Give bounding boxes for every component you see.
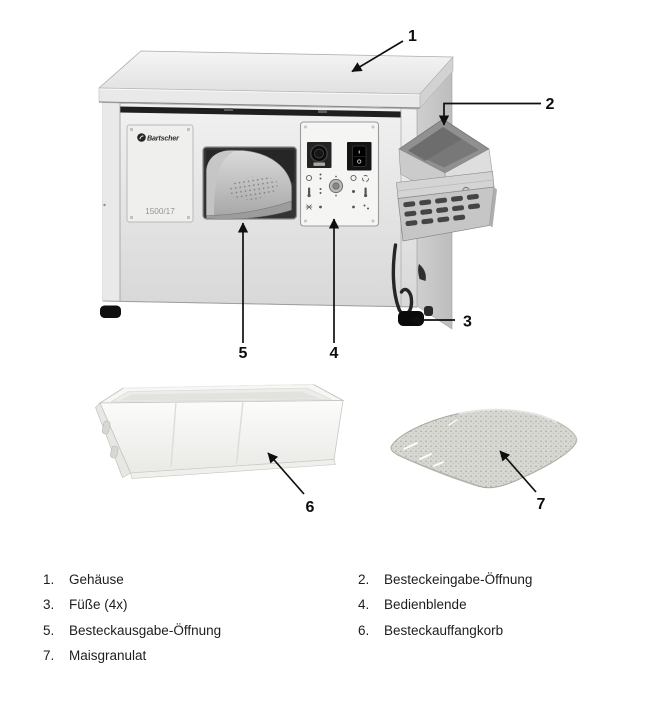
callout-5-number: 5 [239,345,248,362]
callout-1-number: 1 [408,28,417,45]
callout-4-number: 4 [330,345,339,362]
legend-label: Besteckausgabe-Öffnung [69,622,222,638]
parts-legend: 1. Gehäuse 2. Besteckeingabe-Öffnung 3. … [43,567,613,668]
lid-gap-slot [120,106,401,118]
callout-7-number: 7 [537,496,546,513]
brand-label-panel: Bartscher 1500/17 [126,124,194,223]
input-basket [396,118,497,242]
legend-number: 6. [358,622,370,638]
brand-logo-icon [137,133,146,142]
callout-3: 3 [409,314,472,331]
legend-label: Bedienblende [384,597,467,613]
legend-item-5: 5. Besteckausgabe-Öffnung [43,618,358,643]
box-foot-rim [130,459,336,479]
lid-top-surface [97,50,454,95]
legend-item-3: 3. Füße (4x) [43,592,358,617]
lid-right-edge [419,56,454,109]
callout-7: 7 [499,450,546,513]
collection-box [95,384,345,479]
callout-3-number: 3 [463,314,472,331]
panel-icons-right [350,174,369,210]
legend-number: 2. [358,572,370,587]
callouts: 1 2 3 4 5 6 7 [237,28,555,516]
parts-diagram: Bartscher 1500/17 [95,28,578,516]
legend-item-6: 6. Besteckauffangkorb [358,618,613,643]
legend-number: 7. [43,647,55,663]
granulate-bag [390,408,578,489]
housing-left-frame [103,103,120,302]
legend-label: Gehäuse [69,572,124,587]
legend-number: 3. [43,597,55,613]
legend-label: Maisgranulat [69,647,147,663]
panel-icons-left [305,173,322,210]
legend-number: 1. [43,572,55,587]
power-switch [347,142,372,171]
legend-item-1: 1. Gehäuse [43,567,358,592]
output-chute [202,146,298,220]
callout-6: 6 [267,452,315,516]
chute-perforations [228,175,278,201]
timer-dial [328,175,344,197]
legend-label: Besteckauffangkorb [384,622,504,638]
foot-right [398,311,424,326]
legend-number: 4. [358,597,370,613]
control-panel [299,121,380,227]
callout-2-number: 2 [546,96,555,113]
brand-logo-text: Bartscher [147,134,180,143]
basket-slots [403,194,480,227]
chute-lip [206,200,292,220]
foot-left [100,305,121,318]
legend-item-2: 2. Besteckeingabe-Öffnung [358,567,613,592]
legend-number: 5. [43,622,55,638]
callout-5: 5 [237,222,249,362]
callout-2: 2 [438,96,555,126]
model-number: 1500/17 [145,207,175,216]
callout-1: 1 [351,28,417,73]
legend-label: Besteckeingabe-Öffnung [384,572,533,587]
legend-label: Füße (4x) [69,597,128,613]
legend-item-4: 4. Bedienblende [358,592,613,617]
legend-item-7: 7. Maisgranulat [43,643,358,668]
machine-feet [100,305,433,326]
machine-illustration: Bartscher 1500/17 [97,50,497,330]
power-knob [307,142,332,168]
callout-4: 4 [328,218,340,362]
machine-lid [97,50,454,109]
callout-6-number: 6 [306,499,315,516]
